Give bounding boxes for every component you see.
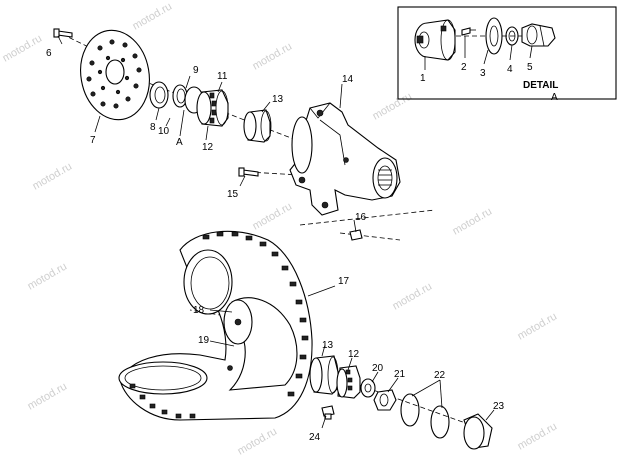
part-24-valve — [321, 405, 335, 420]
detail-part-pin — [461, 27, 476, 36]
callout-label: 17 — [338, 276, 350, 287]
callout-label: 8 — [150, 122, 156, 133]
callout-label: 20 — [372, 363, 384, 374]
watermark: motod.ru — [251, 200, 295, 232]
callout-label: 7 — [90, 135, 96, 146]
callout-label: 13 — [272, 94, 284, 105]
part-15-screw — [238, 167, 259, 177]
watermark: motod.ru — [516, 420, 560, 452]
callout-label: 22 — [434, 370, 446, 381]
callout-label: 13 — [322, 340, 334, 351]
callout-label: 1 — [420, 73, 426, 84]
detail-part-nut — [521, 23, 556, 47]
callout-label: 21 — [394, 369, 406, 380]
callout-label: 6 — [46, 48, 52, 59]
part-18-19-rim — [223, 297, 298, 391]
watermark: motod.ru — [31, 160, 75, 192]
detail-letter: A — [551, 92, 558, 103]
part-16-fitting — [349, 229, 363, 241]
watermark: motod.ru — [26, 260, 70, 292]
part-11-12-bearing — [196, 89, 229, 127]
leader-lines — [57, 35, 495, 429]
watermark: motod.ru — [131, 0, 175, 32]
part-7-brake-disc — [80, 29, 150, 121]
part-12-bearing-lower — [336, 365, 361, 399]
part-13-race-upper — [243, 109, 272, 143]
part-22-o-rings — [400, 393, 450, 439]
callout-label: 18 — [193, 305, 205, 316]
callout-label: 15 — [227, 189, 239, 200]
part-20-washer — [360, 378, 376, 398]
callout-label: 3 — [480, 68, 486, 79]
callout-label: 12 — [202, 142, 214, 153]
callout-label: 10 — [158, 126, 170, 137]
callout-label: 9 — [193, 65, 199, 76]
callout-label: 12 — [348, 349, 360, 360]
detail-part-hub — [414, 19, 456, 61]
detail-a-inset: 1 2 3 4 5 DETAIL A — [397, 6, 617, 103]
watermark: motod.ru — [26, 380, 70, 412]
part-23-cap — [463, 413, 493, 450]
callout-label: 2 — [461, 62, 467, 73]
part-14-hub — [289, 102, 401, 216]
callout-labels: 6 7 8 9 10 11 12 12 13 13 14 15 16 17 18… — [46, 48, 505, 443]
watermark: motod.ru — [516, 310, 560, 342]
detail-reference-label: A — [176, 137, 183, 148]
watermark: motod.ru — [251, 40, 295, 72]
part-6-bolt — [53, 28, 73, 38]
detail-frame — [397, 6, 617, 100]
callout-label: 16 — [355, 212, 367, 223]
detail-title: DETAIL — [523, 80, 558, 91]
part-8-seal — [149, 81, 169, 109]
watermark: motod.ru — [236, 425, 280, 457]
watermark: motod.ru — [371, 90, 415, 122]
callout-label: 14 — [342, 74, 354, 85]
callout-label: 23 — [493, 401, 505, 412]
watermark: motod.ru — [391, 280, 435, 312]
part-13-race-lower — [309, 355, 339, 395]
watermark: motod.ru — [451, 205, 495, 237]
part-21-nut — [373, 389, 397, 411]
callout-label: 4 — [507, 64, 513, 75]
detail-part-washer — [485, 17, 503, 55]
callout-label: 19 — [198, 335, 210, 346]
callout-label: 5 — [527, 62, 533, 73]
watermark: motod.ru — [1, 32, 45, 64]
callout-label: 11 — [217, 71, 228, 82]
callout-label: 24 — [309, 432, 321, 443]
